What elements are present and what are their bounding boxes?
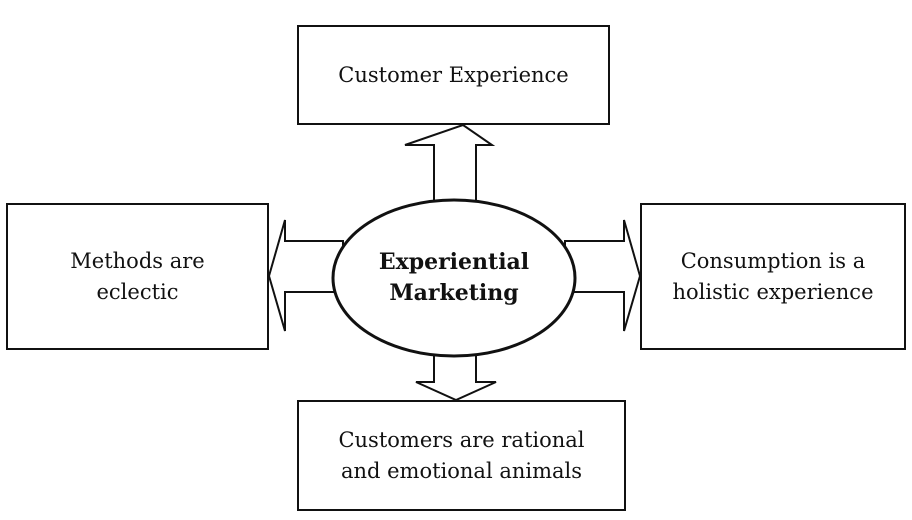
right-box-line-1: Consumption is a [680, 249, 866, 274]
left-box-line-1: Methods are [70, 249, 205, 274]
center-label-line-2: Marketing [389, 280, 519, 306]
center-label: Experiential Marketing [333, 200, 575, 356]
bottom-box-line-1: Customers are rational [338, 428, 585, 453]
arrow-up [404, 123, 496, 211]
center-ellipse [331, 198, 577, 358]
center-label-line-1: Experiential [378, 249, 530, 276]
holistic-consumption-box: Consumption is a holistic experience [640, 203, 906, 350]
left-box-line-2: eclectic [96, 279, 179, 304]
arrow-left [267, 219, 344, 332]
top-box-line-1: Customer Experience [338, 62, 569, 87]
rational-emotional-box: Customers are rational and emotional ani… [297, 400, 626, 511]
bottom-box-line-2: and emotional animals [340, 458, 583, 483]
methods-eclectic-box: Methods are eclectic [6, 203, 269, 350]
right-box-line-2: holistic experience [672, 279, 874, 304]
arrow-right [564, 219, 642, 332]
customer-experience-box: Customer Experience [297, 25, 610, 125]
